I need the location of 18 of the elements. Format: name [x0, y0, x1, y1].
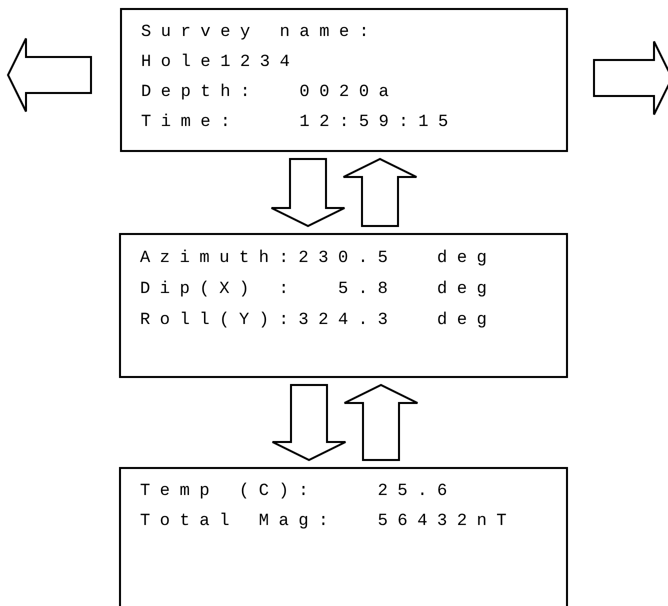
readout-text: Survey name: — [141, 22, 379, 44]
readout-text: Depth: 0020a — [141, 82, 398, 104]
display-panel — [119, 467, 568, 606]
block-arrow — [272, 384, 346, 462]
block-arrow — [344, 384, 418, 461]
block-arrow — [593, 40, 668, 116]
block-arrow — [6, 38, 92, 112]
readout-text: Temp (C): 25.6 — [140, 481, 457, 503]
readout-text: Time: 12:59:15 — [141, 112, 458, 134]
readout-text: Total Mag: 56432nT — [140, 511, 516, 533]
display-panel — [120, 8, 568, 152]
readout-text: Roll(Y):324.3 deg — [140, 310, 496, 332]
readout-text: Hole1234 — [141, 52, 300, 74]
display-panel — [119, 233, 568, 378]
block-arrow — [270, 158, 346, 228]
block-arrow — [342, 158, 418, 227]
readout-text: Dip(X) : 5.8 deg — [140, 279, 496, 301]
readout-text: Azimuth:230.5 deg — [140, 248, 496, 270]
